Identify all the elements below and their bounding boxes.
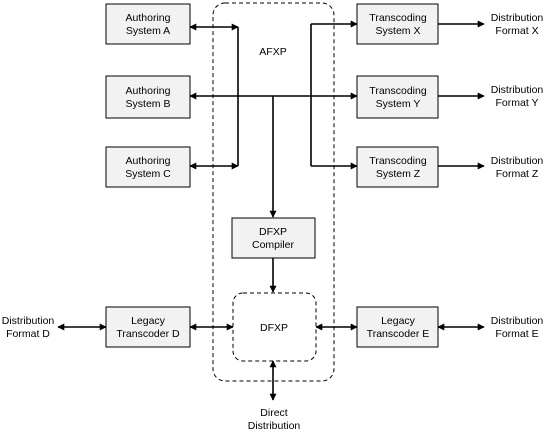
svg-text:System Y: System Y — [376, 98, 421, 110]
svg-text:Authoring: Authoring — [126, 155, 171, 167]
svg-text:Transcoding: Transcoding — [369, 12, 427, 24]
svg-text:Compiler: Compiler — [252, 239, 295, 251]
legacy-transcoder-e: Legacy Transcoder E — [356, 306, 439, 348]
svg-text:Authoring: Authoring — [126, 85, 171, 97]
dfxp-node: DFXP — [232, 292, 317, 362]
dfxp-compiler: DFXP Compiler — [231, 217, 316, 259]
svg-text:Transcoding: Transcoding — [369, 85, 427, 97]
svg-text:Distribution: Distribution — [491, 12, 544, 24]
svg-text:Legacy: Legacy — [131, 315, 166, 327]
transcoding-system-y: Transcoding System Y — [356, 75, 439, 119]
svg-text:DFXP: DFXP — [259, 226, 287, 238]
legacy-transcoder-d: Legacy Transcoder D — [105, 306, 191, 348]
svg-text:DFXP: DFXP — [260, 322, 288, 334]
svg-text:Distribution: Distribution — [248, 420, 301, 432]
distribution-format-x: Distribution Format X — [491, 12, 544, 37]
distribution-format-e: Distribution Format E — [491, 315, 544, 340]
svg-text:Legacy: Legacy — [381, 315, 416, 327]
authoring-system-a: Authoring System A — [105, 3, 191, 45]
afxp-label: AFXP — [259, 46, 286, 58]
svg-text:Transcoder E: Transcoder E — [367, 328, 430, 340]
svg-text:Distribution: Distribution — [2, 315, 55, 327]
svg-text:Direct: Direct — [260, 407, 288, 419]
distribution-format-z: Distribution Format Z — [491, 155, 544, 180]
svg-text:Format Y: Format Y — [496, 97, 539, 109]
svg-text:System C: System C — [125, 168, 171, 180]
svg-text:System A: System A — [126, 25, 170, 37]
svg-text:Distribution: Distribution — [491, 155, 544, 167]
svg-text:Transcoder D: Transcoder D — [116, 328, 180, 340]
svg-text:Authoring: Authoring — [126, 12, 171, 24]
distribution-format-y: Distribution Format Y — [491, 84, 544, 109]
svg-text:System B: System B — [126, 98, 171, 110]
svg-text:Format D: Format D — [6, 328, 50, 340]
svg-text:Distribution: Distribution — [491, 315, 544, 327]
svg-text:System Z: System Z — [376, 168, 421, 180]
svg-text:Format X: Format X — [495, 25, 538, 37]
svg-text:Distribution: Distribution — [491, 84, 544, 96]
svg-text:Format Z: Format Z — [496, 168, 539, 180]
authoring-system-c: Authoring System C — [105, 146, 191, 188]
svg-text:Format E: Format E — [495, 328, 538, 340]
svg-text:Transcoding: Transcoding — [369, 155, 427, 167]
authoring-system-b: Authoring System B — [105, 75, 191, 119]
distribution-format-d: Distribution Format D — [2, 315, 55, 340]
direct-distribution: Direct Distribution — [248, 407, 301, 432]
svg-text:System X: System X — [376, 25, 421, 37]
transcoding-system-x: Transcoding System X — [356, 3, 439, 45]
connectors — [57, 20, 485, 401]
transcoding-system-z: Transcoding System Z — [356, 146, 439, 188]
